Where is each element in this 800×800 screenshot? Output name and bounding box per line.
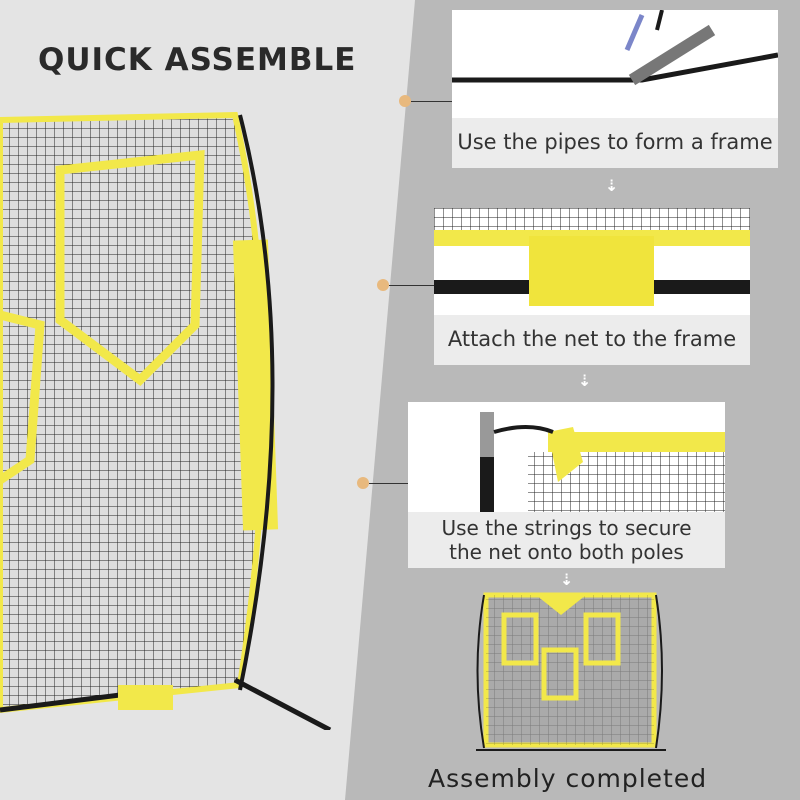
final-caption: Assembly completed [428,764,708,793]
connector-line [369,483,408,484]
dashed-down-arrow-icon: ⇣ [605,176,619,195]
step-1-panel: Use the pipes to form a frame [452,10,778,168]
attach-net-image [434,208,750,315]
step-1-caption: Use the pipes to form a frame [452,118,778,168]
connector-line [411,101,452,102]
connector-dot [377,279,389,291]
connector-dot [357,477,369,489]
page-title: QUICK ASSEMBLE [38,42,357,78]
connector-dot [399,95,411,107]
secure-strings-image [408,402,725,512]
assembled-net-image [476,592,666,751]
step-3-caption: Use the strings to secure the net onto b… [408,512,725,568]
step-2-caption: Attach the net to the frame [434,315,750,365]
product-net-image [0,111,332,730]
connector-line [389,285,434,286]
pipe-frame-image [452,10,778,118]
step-2-panel: Attach the net to the frame [434,208,750,365]
dashed-down-arrow-icon: ⇣ [560,570,574,589]
dashed-down-arrow-icon: ⇣ [578,371,592,390]
step-3-panel: Use the strings to secure the net onto b… [408,402,725,568]
